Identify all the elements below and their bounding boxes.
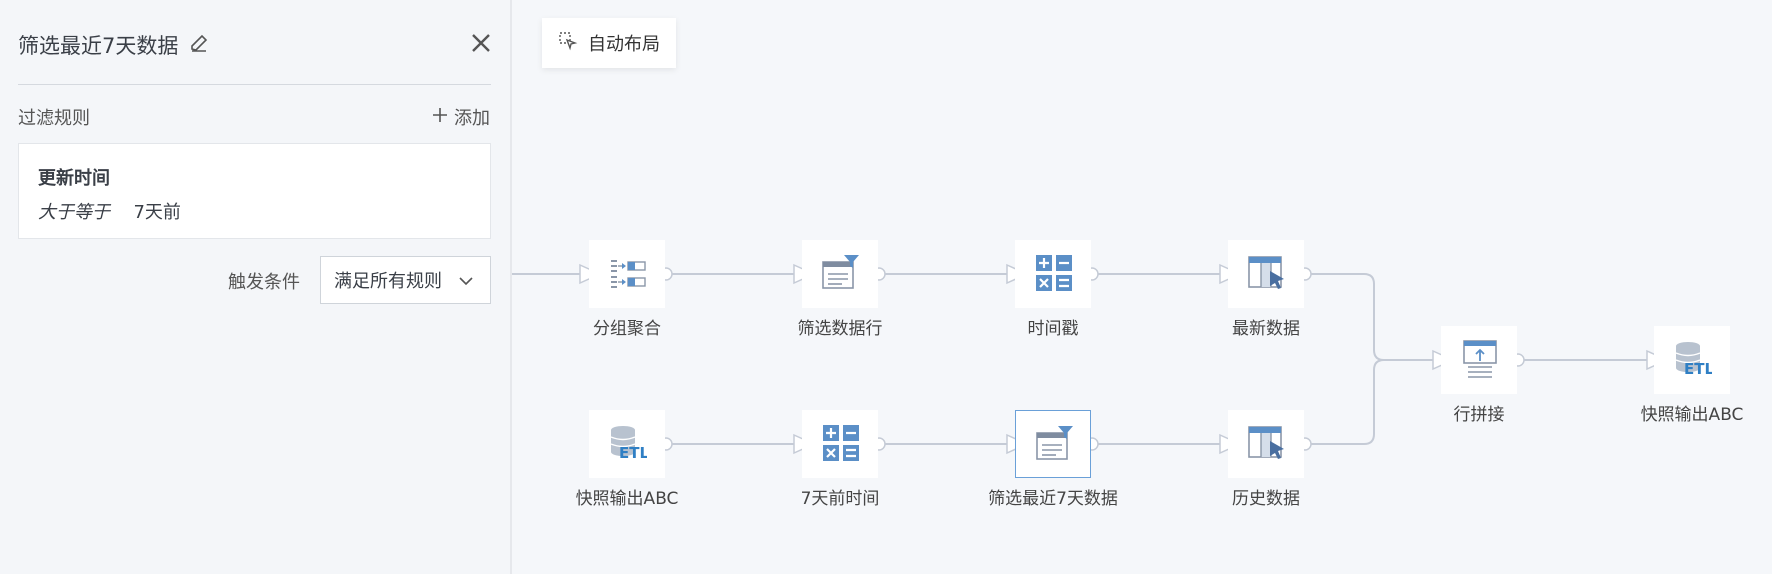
rule-value: 7天前 <box>133 202 181 223</box>
node-label: 7天前时间 <box>800 489 880 509</box>
edit-icon[interactable] <box>188 32 210 59</box>
panel-divider <box>18 84 491 85</box>
svg-text:ETL: ETL <box>619 444 647 462</box>
plus-icon <box>432 107 448 128</box>
add-rule-button[interactable]: 添加 <box>432 104 490 130</box>
node-row-join[interactable] <box>1441 326 1517 394</box>
svg-text:ETL: ETL <box>1684 360 1712 378</box>
rule-field: 更新时间 <box>38 168 110 189</box>
node-timestamp[interactable] <box>1015 240 1091 308</box>
table-select-icon <box>1248 426 1284 459</box>
panel-title: 筛选最近7天数据 <box>18 34 179 58</box>
node-config-panel: 筛选最近7天数据 过滤规则 添加 更新时间 大于等于 7天前 触发条件 满足所有… <box>0 0 512 574</box>
etl-database-icon: ETL <box>610 426 647 462</box>
filter-icon <box>1036 426 1073 460</box>
node-snapshot-input[interactable]: ETL <box>589 410 665 478</box>
etl-database-icon: ETL <box>1675 342 1712 378</box>
filter-rules-label: 过滤规则 <box>18 108 90 129</box>
node-label: 历史数据 <box>1232 489 1300 509</box>
node-filter-7days[interactable] <box>1015 410 1091 478</box>
close-icon[interactable] <box>468 30 494 56</box>
node-label: 筛选最近7天数据 <box>988 489 1118 509</box>
rule-operator: 大于等于 <box>38 202 110 223</box>
node-group-aggregate[interactable] <box>589 240 665 308</box>
chevron-down-icon <box>458 273 474 294</box>
node-filter-rows[interactable] <box>802 240 878 308</box>
node-label: 快照输出ABC <box>1640 405 1744 425</box>
panel-title-row: 筛选最近7天数据 <box>18 30 210 60</box>
table-select-icon <box>1248 256 1284 289</box>
calculator-icon <box>1036 255 1072 291</box>
node-snapshot-output[interactable]: ETL <box>1654 326 1730 394</box>
trigger-condition-label: 触发条件 <box>228 272 300 293</box>
auto-layout-label: 自动布局 <box>588 34 660 55</box>
node-latest-data[interactable] <box>1228 240 1304 308</box>
rule-condition: 大于等于 7天前 <box>38 198 181 224</box>
row-join-icon <box>1463 340 1497 378</box>
trigger-condition-select[interactable]: 满足所有规则 <box>320 256 491 304</box>
auto-layout-icon <box>558 31 578 56</box>
node-label: 分组聚合 <box>593 319 661 339</box>
node-label: 筛选数据行 <box>797 319 883 339</box>
node-label: 最新数据 <box>1232 319 1300 339</box>
filter-icon <box>822 255 859 289</box>
filter-rule-card[interactable]: 更新时间 大于等于 7天前 <box>18 143 491 239</box>
add-rule-label: 添加 <box>454 108 490 129</box>
node-seven-days-ago[interactable] <box>802 410 878 478</box>
auto-layout-button[interactable]: 自动布局 <box>542 18 676 68</box>
node-label: 时间戳 <box>1027 319 1079 339</box>
trigger-condition-value: 满足所有规则 <box>334 271 442 292</box>
node-history-data[interactable] <box>1228 410 1304 478</box>
node-label: 快照输出ABC <box>575 489 679 509</box>
group-aggregate-icon <box>611 260 646 288</box>
node-label: 行拼接 <box>1453 405 1505 425</box>
calculator-icon <box>823 425 859 461</box>
